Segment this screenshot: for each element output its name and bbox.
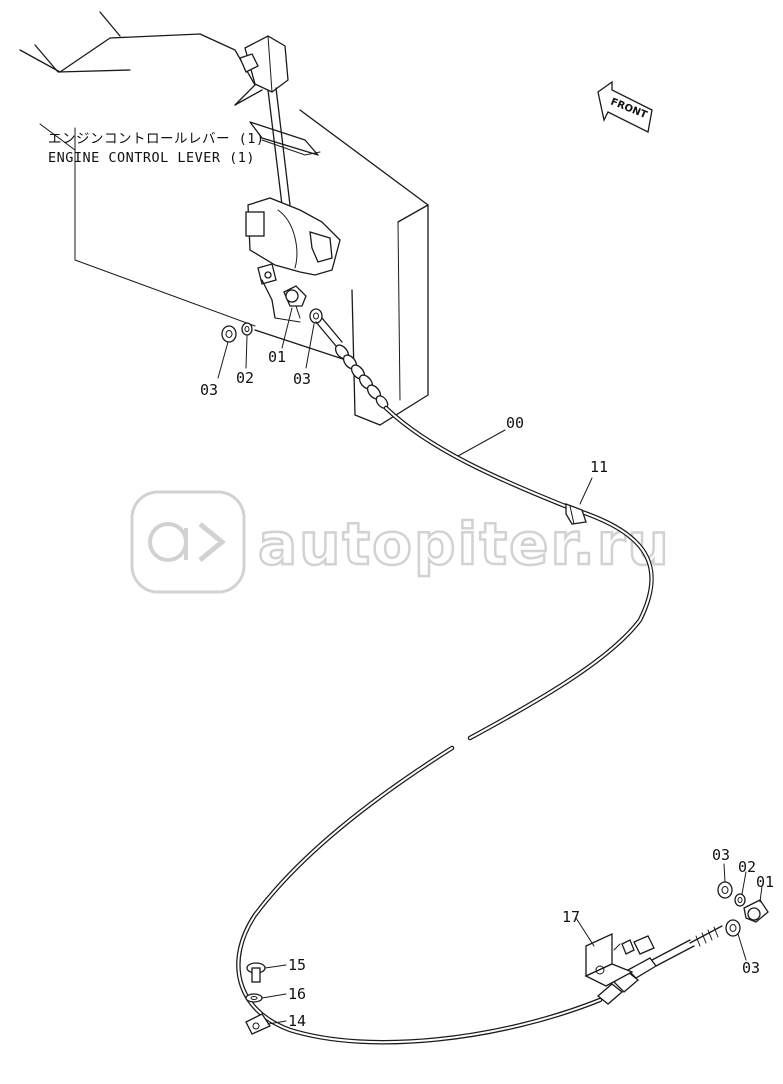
caption-english: ENGINE CONTROL LEVER (1) (48, 150, 255, 166)
callout-labels: 03 02 01 03 00 11 03 02 01 03 17 15 16 1… (200, 348, 774, 1030)
label-upper-ball-joint: 01 (268, 348, 286, 366)
bolt (246, 962, 266, 983)
lower-nut-top (717, 881, 733, 899)
engine-control-lever (239, 35, 341, 323)
upper-washer (241, 322, 253, 336)
control-cable (236, 405, 654, 1045)
lower-hardware (717, 881, 769, 937)
front-arrow-icon: FRONT (597, 80, 653, 133)
cable-boot (334, 344, 389, 409)
lower-cable-end (596, 925, 723, 1005)
upper-cable-end (315, 317, 389, 409)
lower-nut-bottom (725, 919, 741, 937)
lower-left-hardware (245, 962, 271, 1035)
label-upper-washer: 02 (236, 369, 254, 387)
upper-nut (221, 325, 237, 343)
lower-ball-joint (743, 899, 769, 923)
lower-washer (734, 893, 746, 907)
label-lower-washer: 02 (738, 858, 756, 876)
label-lower-nut-bottom: 03 (742, 959, 760, 977)
label-clamp: 11 (590, 458, 608, 476)
label-bolt: 15 (288, 956, 306, 974)
upper-hardware (221, 285, 323, 343)
label-lower-bracket: 17 (562, 908, 580, 926)
autopiter-logo-icon (130, 490, 246, 594)
watermark: autopiter.ru (130, 490, 671, 594)
threaded-rod (689, 925, 723, 947)
caption: エンジンコントロールレバー (1) ENGINE CONTROL LEVER (… (48, 131, 265, 166)
small-clamp (245, 1013, 271, 1035)
upper-cable-nut (309, 308, 323, 324)
watermark-text: autopiter.ru (258, 510, 671, 578)
upper-ball-joint (283, 285, 307, 319)
cable-clamp (565, 503, 587, 525)
caption-japanese: エンジンコントロールレバー (1) (48, 131, 265, 147)
lower-bracket (584, 932, 655, 987)
small-washer (245, 993, 263, 1003)
label-small-washer: 16 (288, 985, 306, 1003)
label-cable: 00 (506, 414, 524, 432)
label-upper-cable-nut: 03 (293, 370, 311, 388)
label-lower-nut-top: 03 (712, 846, 730, 864)
leader-lines (39, 123, 763, 1025)
label-small-clamp: 14 (288, 1012, 306, 1030)
console-body (19, 11, 429, 426)
label-upper-nut: 03 (200, 381, 218, 399)
label-lower-ball-joint: 01 (756, 873, 774, 891)
